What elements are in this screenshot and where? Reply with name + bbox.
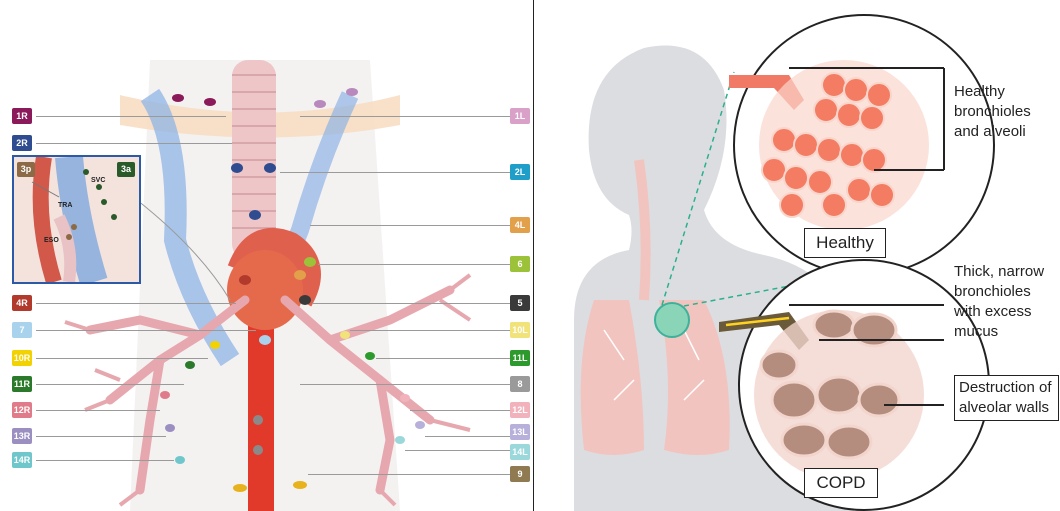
leader-line: [36, 330, 256, 331]
leader-line: [36, 460, 174, 461]
leader-line: [300, 116, 510, 117]
station-tag-9: 9: [510, 466, 530, 482]
leader-line: [36, 410, 160, 411]
leader-line: [318, 264, 510, 265]
leader-line: [36, 436, 166, 437]
leader-line: [312, 303, 510, 304]
station-tag-6: 6: [510, 256, 530, 272]
leader-line: [300, 384, 510, 385]
station-tag-3a: 3a: [117, 162, 135, 177]
copd-callout-alveolar: Destruction of alveolar walls: [954, 375, 1059, 421]
inset-prevascular-retrotracheal: 3p 3a SVC TRA ESO: [12, 155, 141, 284]
leader-line: [350, 330, 510, 331]
station-tag-14l: 14L: [510, 444, 530, 460]
leader-line: [308, 474, 510, 475]
leader-line: [410, 410, 510, 411]
station-tag-3p: 3p: [17, 162, 35, 177]
leader-line: [36, 116, 226, 117]
inset-label-tra: TRA: [58, 202, 72, 209]
leader-line: [425, 436, 510, 437]
station-tag-11l: 11L: [510, 350, 530, 366]
leader-line: [376, 358, 510, 359]
station-tag-10l: 10L: [510, 322, 530, 338]
healthy-callout: Healthy bronchioles and alveoli: [954, 82, 1054, 142]
healthy-label: Healthy: [804, 228, 886, 258]
station-tag-4r: 4R: [12, 295, 32, 311]
station-tag-4l: 4L: [510, 217, 530, 233]
inset-label-eso: ESO: [44, 237, 59, 244]
station-tag-11r: 11R: [12, 376, 32, 392]
leader-line: [310, 225, 510, 226]
station-tag-12r: 12R: [12, 402, 32, 418]
station-tag-7: 7: [12, 322, 32, 338]
copd-label: COPD: [804, 468, 878, 498]
leader-line: [36, 384, 184, 385]
station-tag-5: 5: [510, 295, 530, 311]
leader-line: [36, 358, 208, 359]
station-tag-13l: 13L: [510, 424, 530, 440]
copd-diagram-panel: Healthy bronchioles and alveoli Thick, n…: [533, 0, 1060, 511]
lymph-node-map-panel: 1R 2R 4R 7 10R 11R 12R 13R 14R 1L 2L 4L …: [0, 0, 530, 511]
copd-illustration: [534, 0, 1060, 511]
leader-line: [36, 143, 232, 144]
station-tag-10r: 10R: [12, 350, 32, 366]
leader-line: [405, 450, 510, 451]
leader-line: [36, 303, 236, 304]
station-tag-12l: 12L: [510, 402, 530, 418]
station-tag-14r: 14R: [12, 452, 32, 468]
inset-label-svc: SVC: [91, 177, 105, 184]
station-tag-13r: 13R: [12, 428, 32, 444]
station-tag-1l: 1L: [510, 108, 530, 124]
station-tag-8: 8: [510, 376, 530, 392]
station-tag-2l: 2L: [510, 164, 530, 180]
leader-line: [280, 172, 510, 173]
station-tag-1r: 1R: [12, 108, 32, 124]
station-tag-2r: 2R: [12, 135, 32, 151]
copd-callout-bronchioles: Thick, narrow bronchioles with excess mu…: [954, 262, 1059, 342]
